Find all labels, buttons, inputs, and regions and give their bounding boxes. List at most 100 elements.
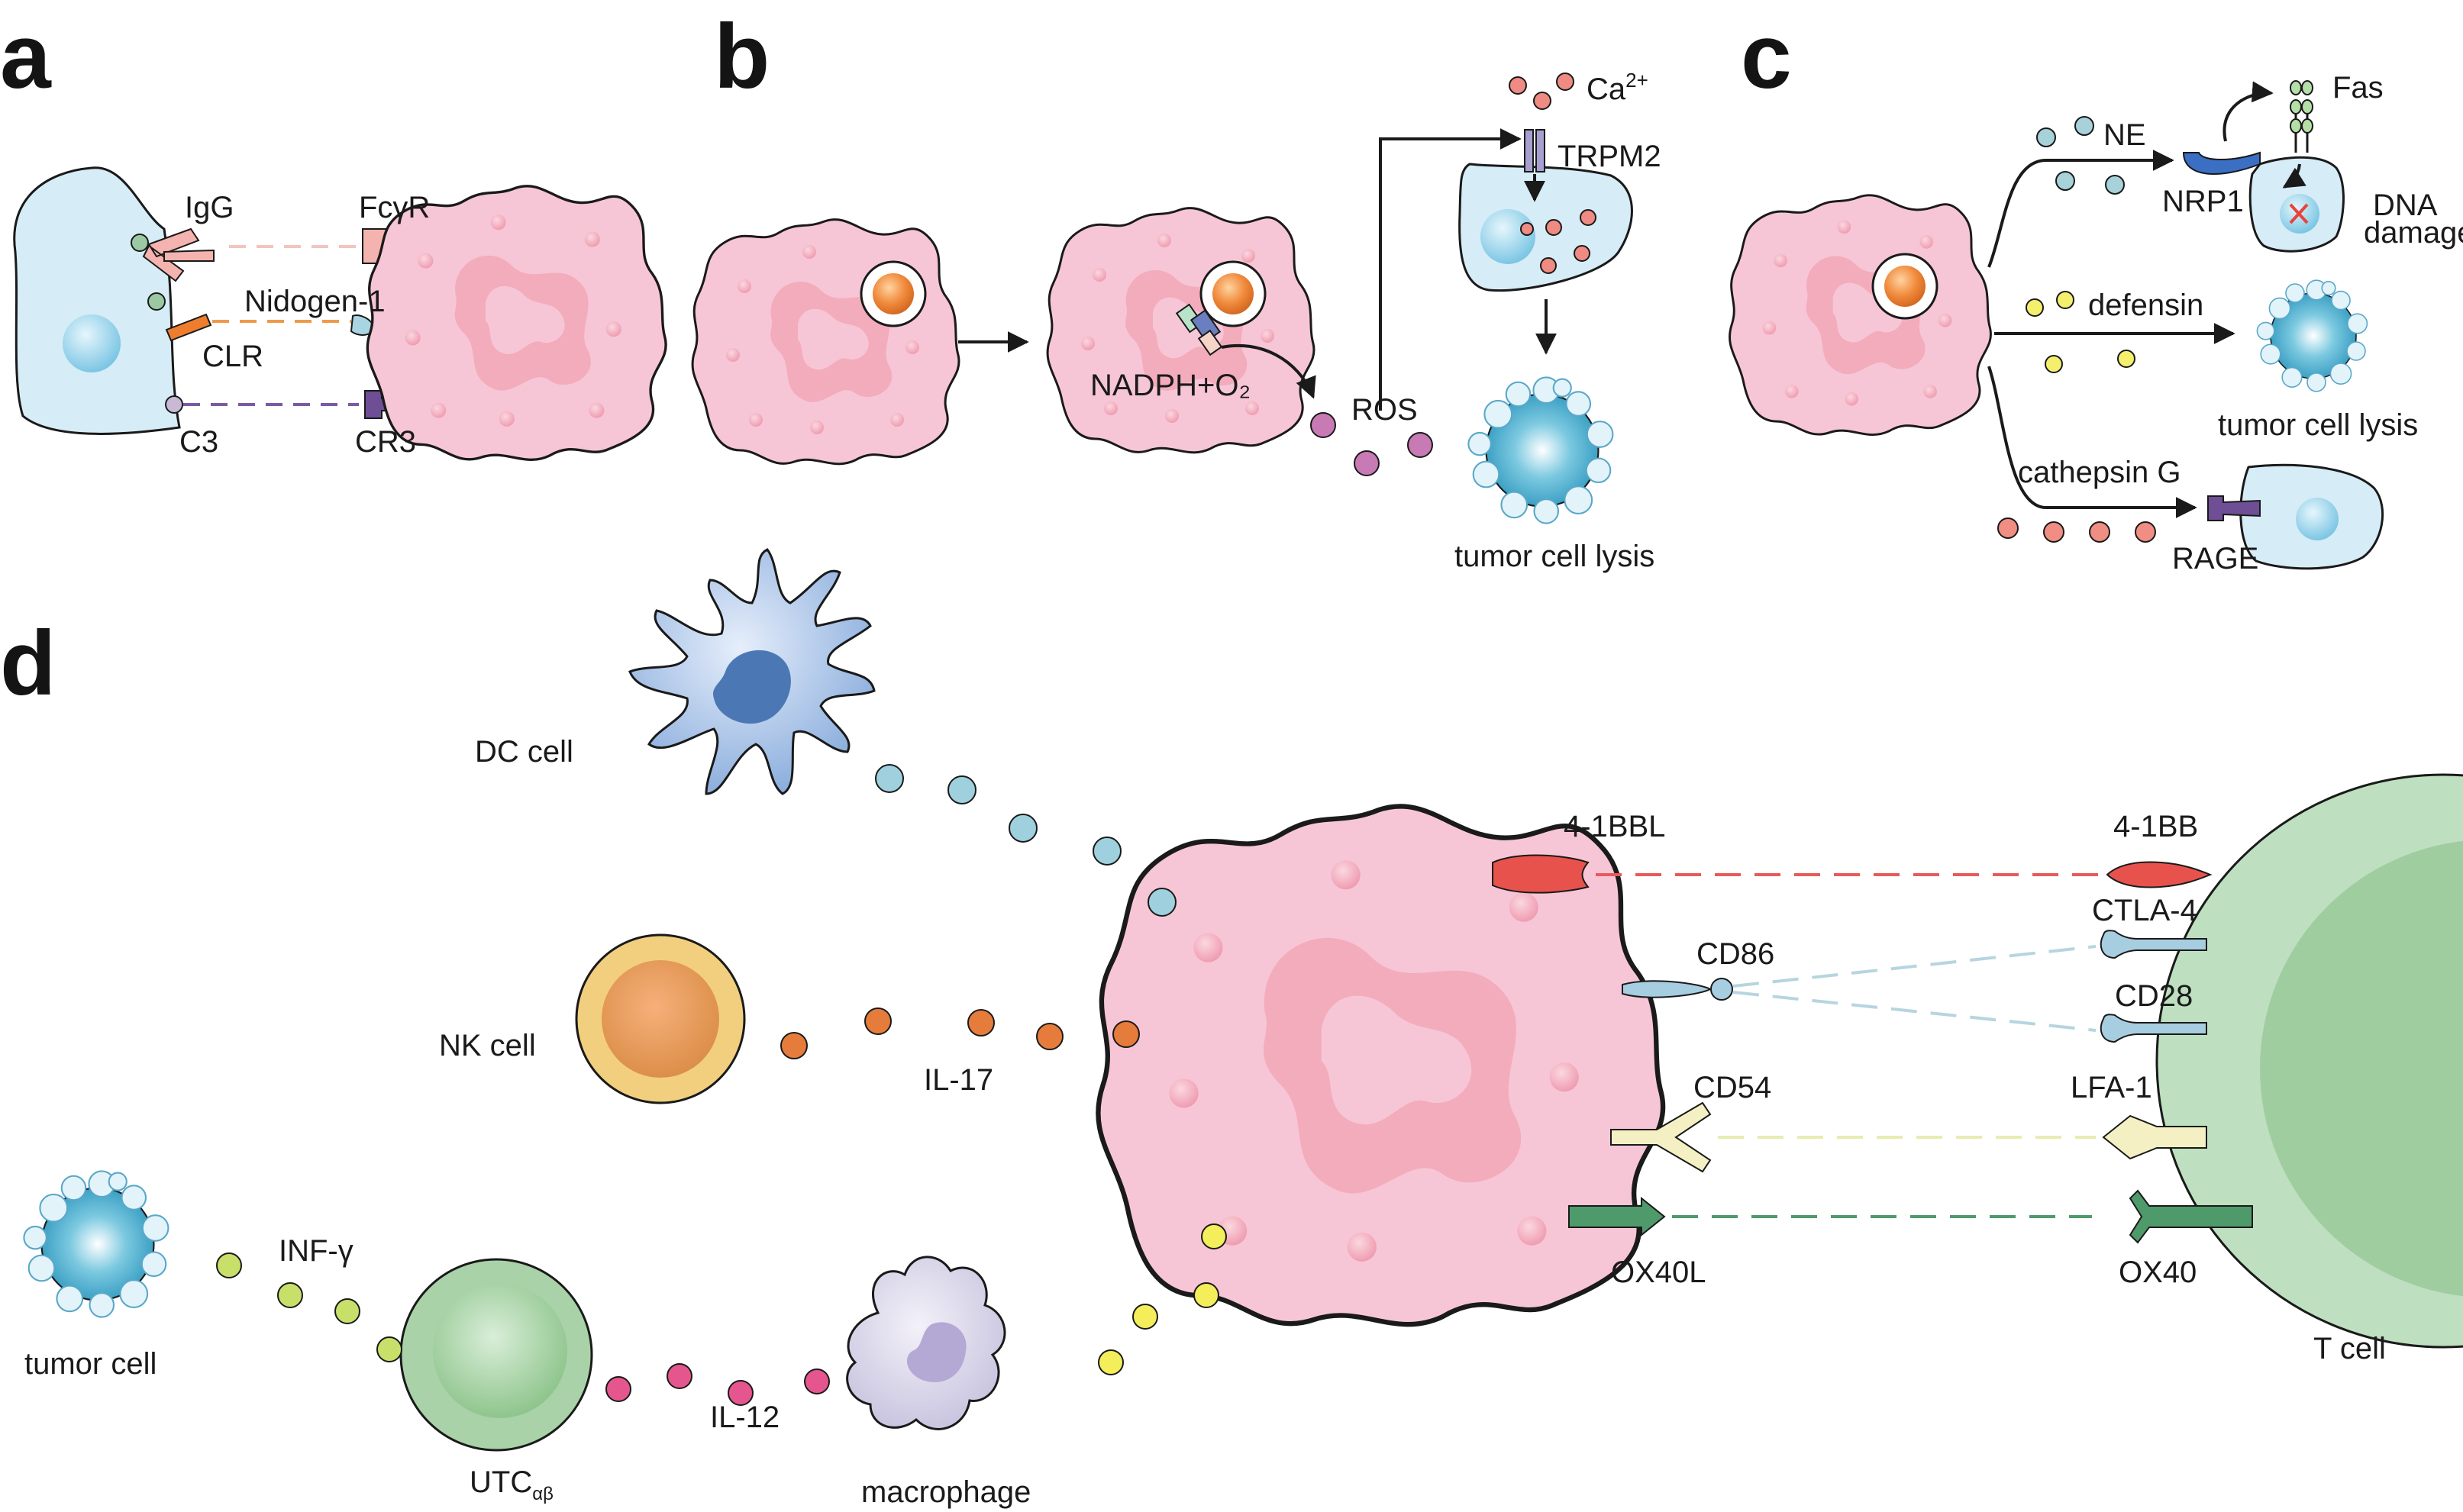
lysed-tumor-cell-b xyxy=(1467,376,1614,524)
ne-dot xyxy=(2055,171,2075,191)
tumor-nucleus-b xyxy=(1480,209,1535,264)
ros-dot xyxy=(1407,432,1433,458)
label-ox40: OX40 xyxy=(2119,1256,2197,1289)
defensin-dot xyxy=(2117,350,2135,368)
lfa1-receptor-icon xyxy=(2102,1114,2207,1160)
panel-label-a: a xyxy=(0,5,52,108)
defensin-dot xyxy=(2026,298,2044,317)
label-ros: ROS xyxy=(1351,393,1418,427)
il12-dot xyxy=(804,1369,830,1394)
ros-dot xyxy=(1354,450,1380,476)
ne-dot xyxy=(2105,175,2125,195)
nadph-oxidase-icon xyxy=(1175,303,1223,356)
dc-cytokine-dot xyxy=(875,764,904,793)
label-cr3: CR3 xyxy=(355,425,416,459)
cd86-head-icon xyxy=(1710,978,1733,1001)
ca-dot xyxy=(1533,92,1551,110)
label-nidogen: Nidogen-1 xyxy=(244,285,386,318)
cd86-ligand-icon xyxy=(1622,980,1712,998)
utc-alpha-beta-cell xyxy=(399,1258,593,1452)
label-ctla4: CTLA-4 xyxy=(2092,894,2197,927)
label-tcell: T cell xyxy=(2313,1332,2386,1365)
phagosome-b1 xyxy=(873,273,914,314)
label-trpm2: TRPM2 xyxy=(1558,140,1661,173)
tumor-cell-d xyxy=(23,1170,169,1318)
label-il17: IL-17 xyxy=(924,1063,993,1097)
panel-c: c NE Fas NRP1 DNA damage xyxy=(1729,5,2463,575)
phagosome-b2 xyxy=(1212,273,1254,314)
il17-dot xyxy=(1036,1023,1064,1050)
label-ox40l: OX40L xyxy=(1611,1256,1706,1289)
label-cd28: CD28 xyxy=(2115,979,2193,1013)
neutrophil-a xyxy=(366,185,667,462)
cathepsin-dot xyxy=(2135,521,2156,543)
label-tumor: tumor cell xyxy=(24,1347,157,1381)
c3-anchor xyxy=(165,395,183,414)
label-il12: IL-12 xyxy=(710,1401,780,1434)
label-defensin: defensin xyxy=(2088,289,2203,322)
dc-cytokine-dot xyxy=(1009,814,1038,843)
ca-dot xyxy=(1580,209,1596,226)
ca-dot xyxy=(1540,257,1557,274)
ox40l-ligand-icon xyxy=(1568,1196,1666,1237)
label-lysis-b: tumor cell lysis xyxy=(1454,540,1654,573)
cathepsin-dot xyxy=(2043,521,2064,543)
cathepsin-dot xyxy=(2089,521,2110,543)
infg-dot xyxy=(277,1282,303,1308)
label-c3: C3 xyxy=(179,425,218,459)
clr-receptor-icon xyxy=(165,313,212,342)
label-cd54: CD54 xyxy=(1693,1071,1771,1104)
panel-label-d: d xyxy=(0,612,56,714)
macrophage-cytokine-dot xyxy=(1201,1223,1227,1249)
macrophage xyxy=(846,1256,1006,1430)
il17-dot xyxy=(780,1032,808,1059)
macrophage-cytokine-dot xyxy=(1098,1349,1124,1375)
neutrophil-c xyxy=(1729,194,1992,437)
label-ca: Ca2+ xyxy=(1587,69,1648,106)
label-igg: IgG xyxy=(185,191,234,224)
dna-damage-mark-icon xyxy=(2289,203,2309,224)
label-dc: DC cell xyxy=(475,735,573,769)
label-fcgr: FcγR xyxy=(359,191,430,224)
ca-dot xyxy=(1556,73,1574,91)
panel-b: b NADPH+O₂ ROS Ca2+ TRPM2 xyxy=(691,5,1661,573)
il17-dot xyxy=(967,1009,995,1036)
macrophage-cytokine-dot xyxy=(1193,1282,1219,1308)
trpm2-channel-icon xyxy=(1524,129,1545,172)
ox40-receptor-icon xyxy=(2129,1189,2253,1244)
il12-dot xyxy=(667,1363,692,1389)
label-cathepsin: cathepsin G xyxy=(2018,456,2181,489)
panel-a: a IgG FcγR Nidogen-1 CLR C3 CR3 xyxy=(0,5,667,462)
infg-dot xyxy=(376,1336,402,1362)
phagosome-c xyxy=(1884,266,1926,307)
label-nadph: NADPH+O₂ xyxy=(1090,369,1251,402)
ne-dot xyxy=(2036,127,2056,147)
il17-dot xyxy=(864,1007,892,1035)
dc-cell xyxy=(628,548,876,795)
infg-dot xyxy=(334,1298,360,1324)
macrophage-cytokine-dot xyxy=(1132,1304,1158,1330)
nucleus-rage-cell xyxy=(2296,498,2339,540)
nrp1-receptor-icon xyxy=(2182,151,2261,176)
label-macrophage: macrophage xyxy=(861,1475,1031,1509)
4-1bb-receptor-icon xyxy=(2106,861,2213,888)
dc-cytokine-dot xyxy=(1148,888,1177,917)
cathepsin-dot xyxy=(1997,517,2019,539)
defensin-dot xyxy=(2045,355,2063,373)
ros-dot xyxy=(1310,412,1336,438)
label-rage: RAGE xyxy=(2172,542,2258,575)
lysed-tumor-cell-c xyxy=(2256,279,2368,392)
panel-d: d T cell DC cell NK cell tumor cell UTCα… xyxy=(0,548,2463,1509)
fas-receptor-icon xyxy=(2290,80,2313,153)
il12-dot xyxy=(728,1380,754,1406)
cd54-ligand-icon xyxy=(1610,1101,1712,1173)
label-infg: INF-γ xyxy=(279,1234,353,1268)
label-4-1bb: 4-1BB xyxy=(2113,810,2198,843)
nk-cell xyxy=(575,933,746,1104)
dc-cytokine-dot xyxy=(1093,837,1122,866)
label-cd86: CD86 xyxy=(1696,937,1774,971)
ca-dot xyxy=(1509,76,1527,95)
ca-dot xyxy=(1574,245,1590,262)
il17-dot xyxy=(1112,1020,1140,1048)
4-1bbl-ligand-icon xyxy=(1492,854,1590,894)
